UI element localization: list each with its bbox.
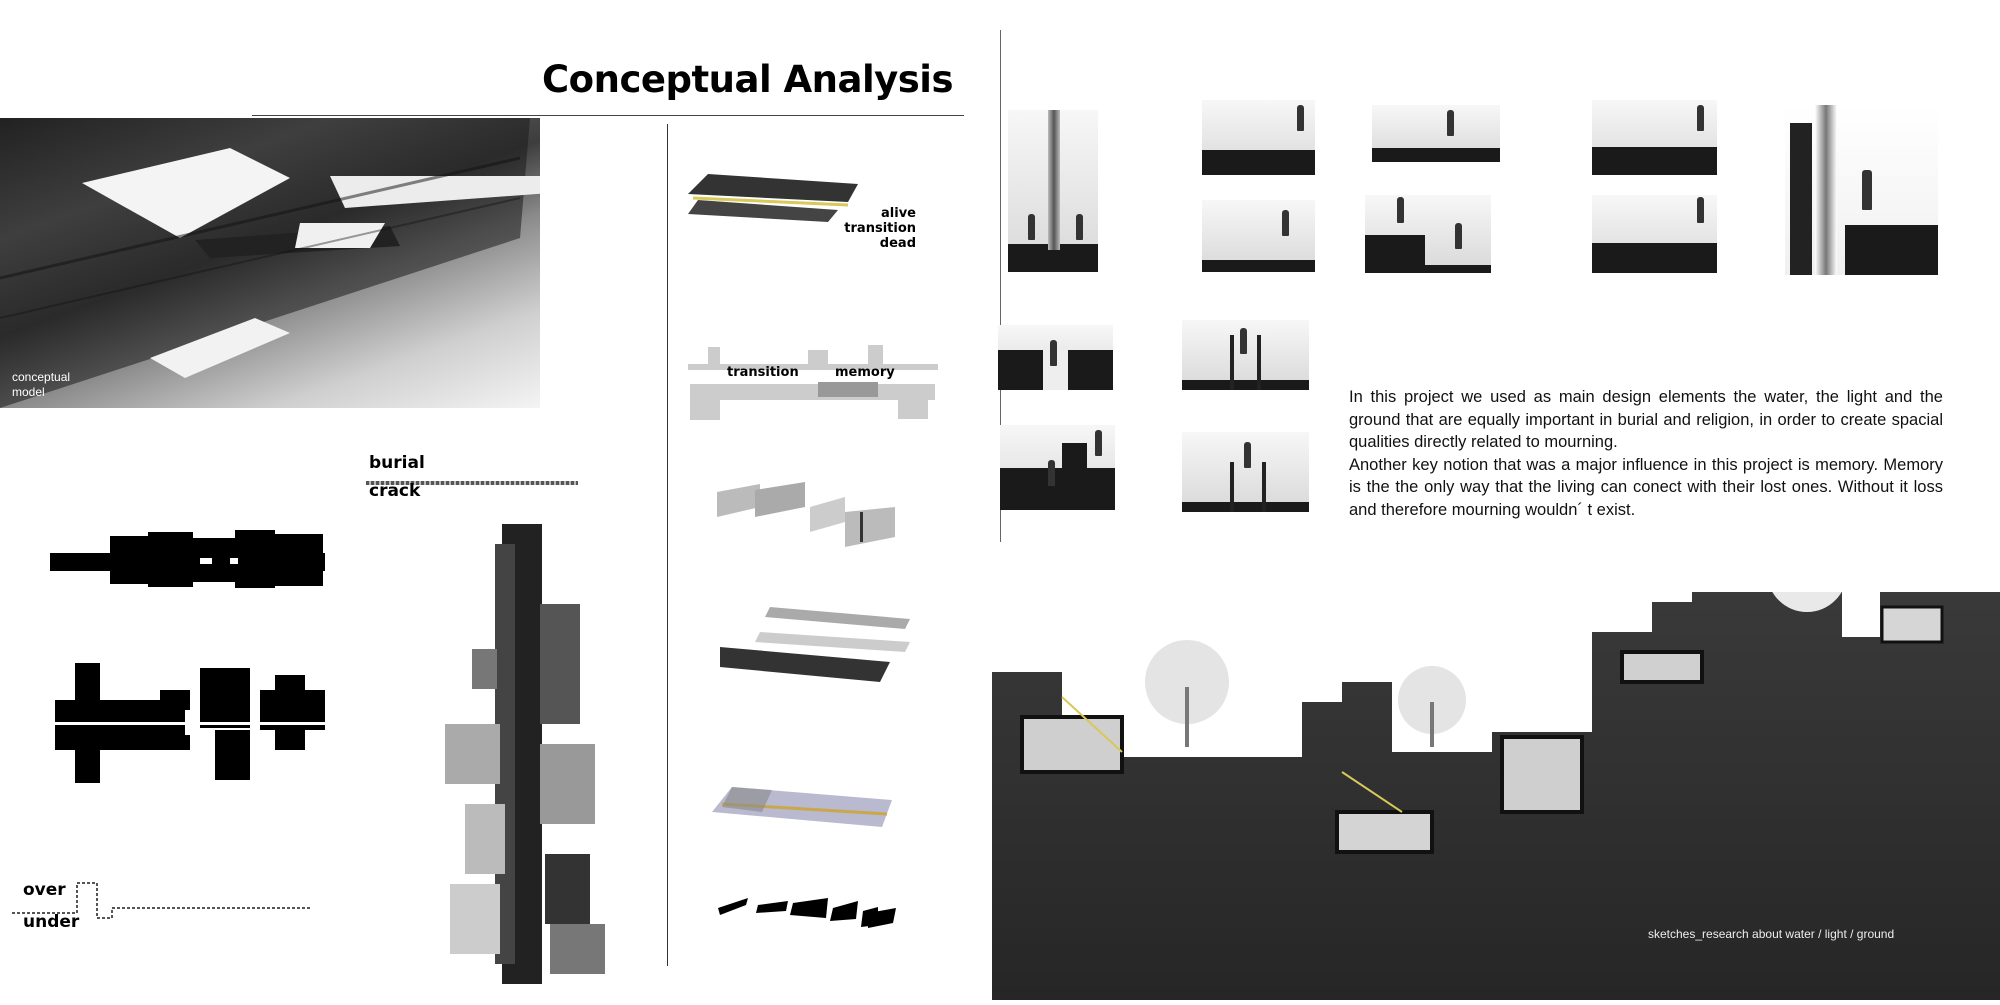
- transition-memory-diagram: [688, 345, 938, 420]
- conceptual-model-photo: [0, 118, 540, 408]
- alive-dead-diagram: [688, 174, 858, 222]
- over-label: over: [23, 880, 66, 900]
- blue-strip-diagram: [712, 787, 892, 827]
- alive-transition-dead-labels: alive transition dead: [820, 206, 916, 251]
- column-divider: [667, 124, 668, 966]
- section-drawing: [992, 532, 2000, 1000]
- sketch-6: [1202, 200, 1315, 272]
- dead-label: dead: [879, 236, 916, 251]
- section-caption: sketches_research about water / light / …: [1648, 927, 1895, 941]
- crack-label: crack: [369, 481, 421, 501]
- black-marks-diagram: [718, 898, 896, 928]
- sketch-9: [998, 325, 1113, 390]
- description-paragraph-2: Another key notion that was a major infl…: [1349, 455, 1943, 519]
- sketch-1: [1008, 110, 1098, 272]
- page-title: Conceptual Analysis: [542, 58, 953, 101]
- crack-model: [445, 524, 605, 984]
- sketch-5: [1785, 105, 1938, 275]
- photo-caption: conceptual model: [12, 370, 102, 400]
- transition-label-2: transition: [727, 365, 799, 380]
- memory-label: memory: [835, 365, 895, 380]
- plan-diagram-top: [50, 530, 325, 588]
- description-paragraph-1: In this project we used as main design e…: [1349, 388, 1943, 451]
- sketch-10: [1182, 320, 1309, 390]
- over-under-line: [12, 882, 312, 919]
- burial-label: burial: [369, 453, 425, 473]
- photo-caption-line1: conceptual: [12, 370, 71, 384]
- project-description: In this project we used as main design e…: [1349, 386, 1943, 521]
- layered-diagram: [720, 607, 910, 682]
- sketch-12: [1182, 432, 1309, 512]
- title-rule: [252, 115, 964, 116]
- photo-caption-line2: model: [12, 385, 45, 399]
- sketch-11: [1000, 425, 1115, 510]
- crack-line: [366, 481, 578, 485]
- page-divider: [1000, 30, 1001, 542]
- alive-label: alive: [881, 206, 916, 221]
- under-label: under: [23, 912, 80, 932]
- plan-diagram-middle: [55, 663, 330, 783]
- sketch-4: [1592, 100, 1717, 175]
- sketch-8: [1592, 195, 1717, 273]
- sketch-2: [1202, 100, 1315, 175]
- sketch-3: [1372, 105, 1500, 162]
- planes-diagram: [717, 482, 895, 547]
- sketch-7: [1365, 195, 1491, 273]
- transition-label: transition: [844, 221, 916, 236]
